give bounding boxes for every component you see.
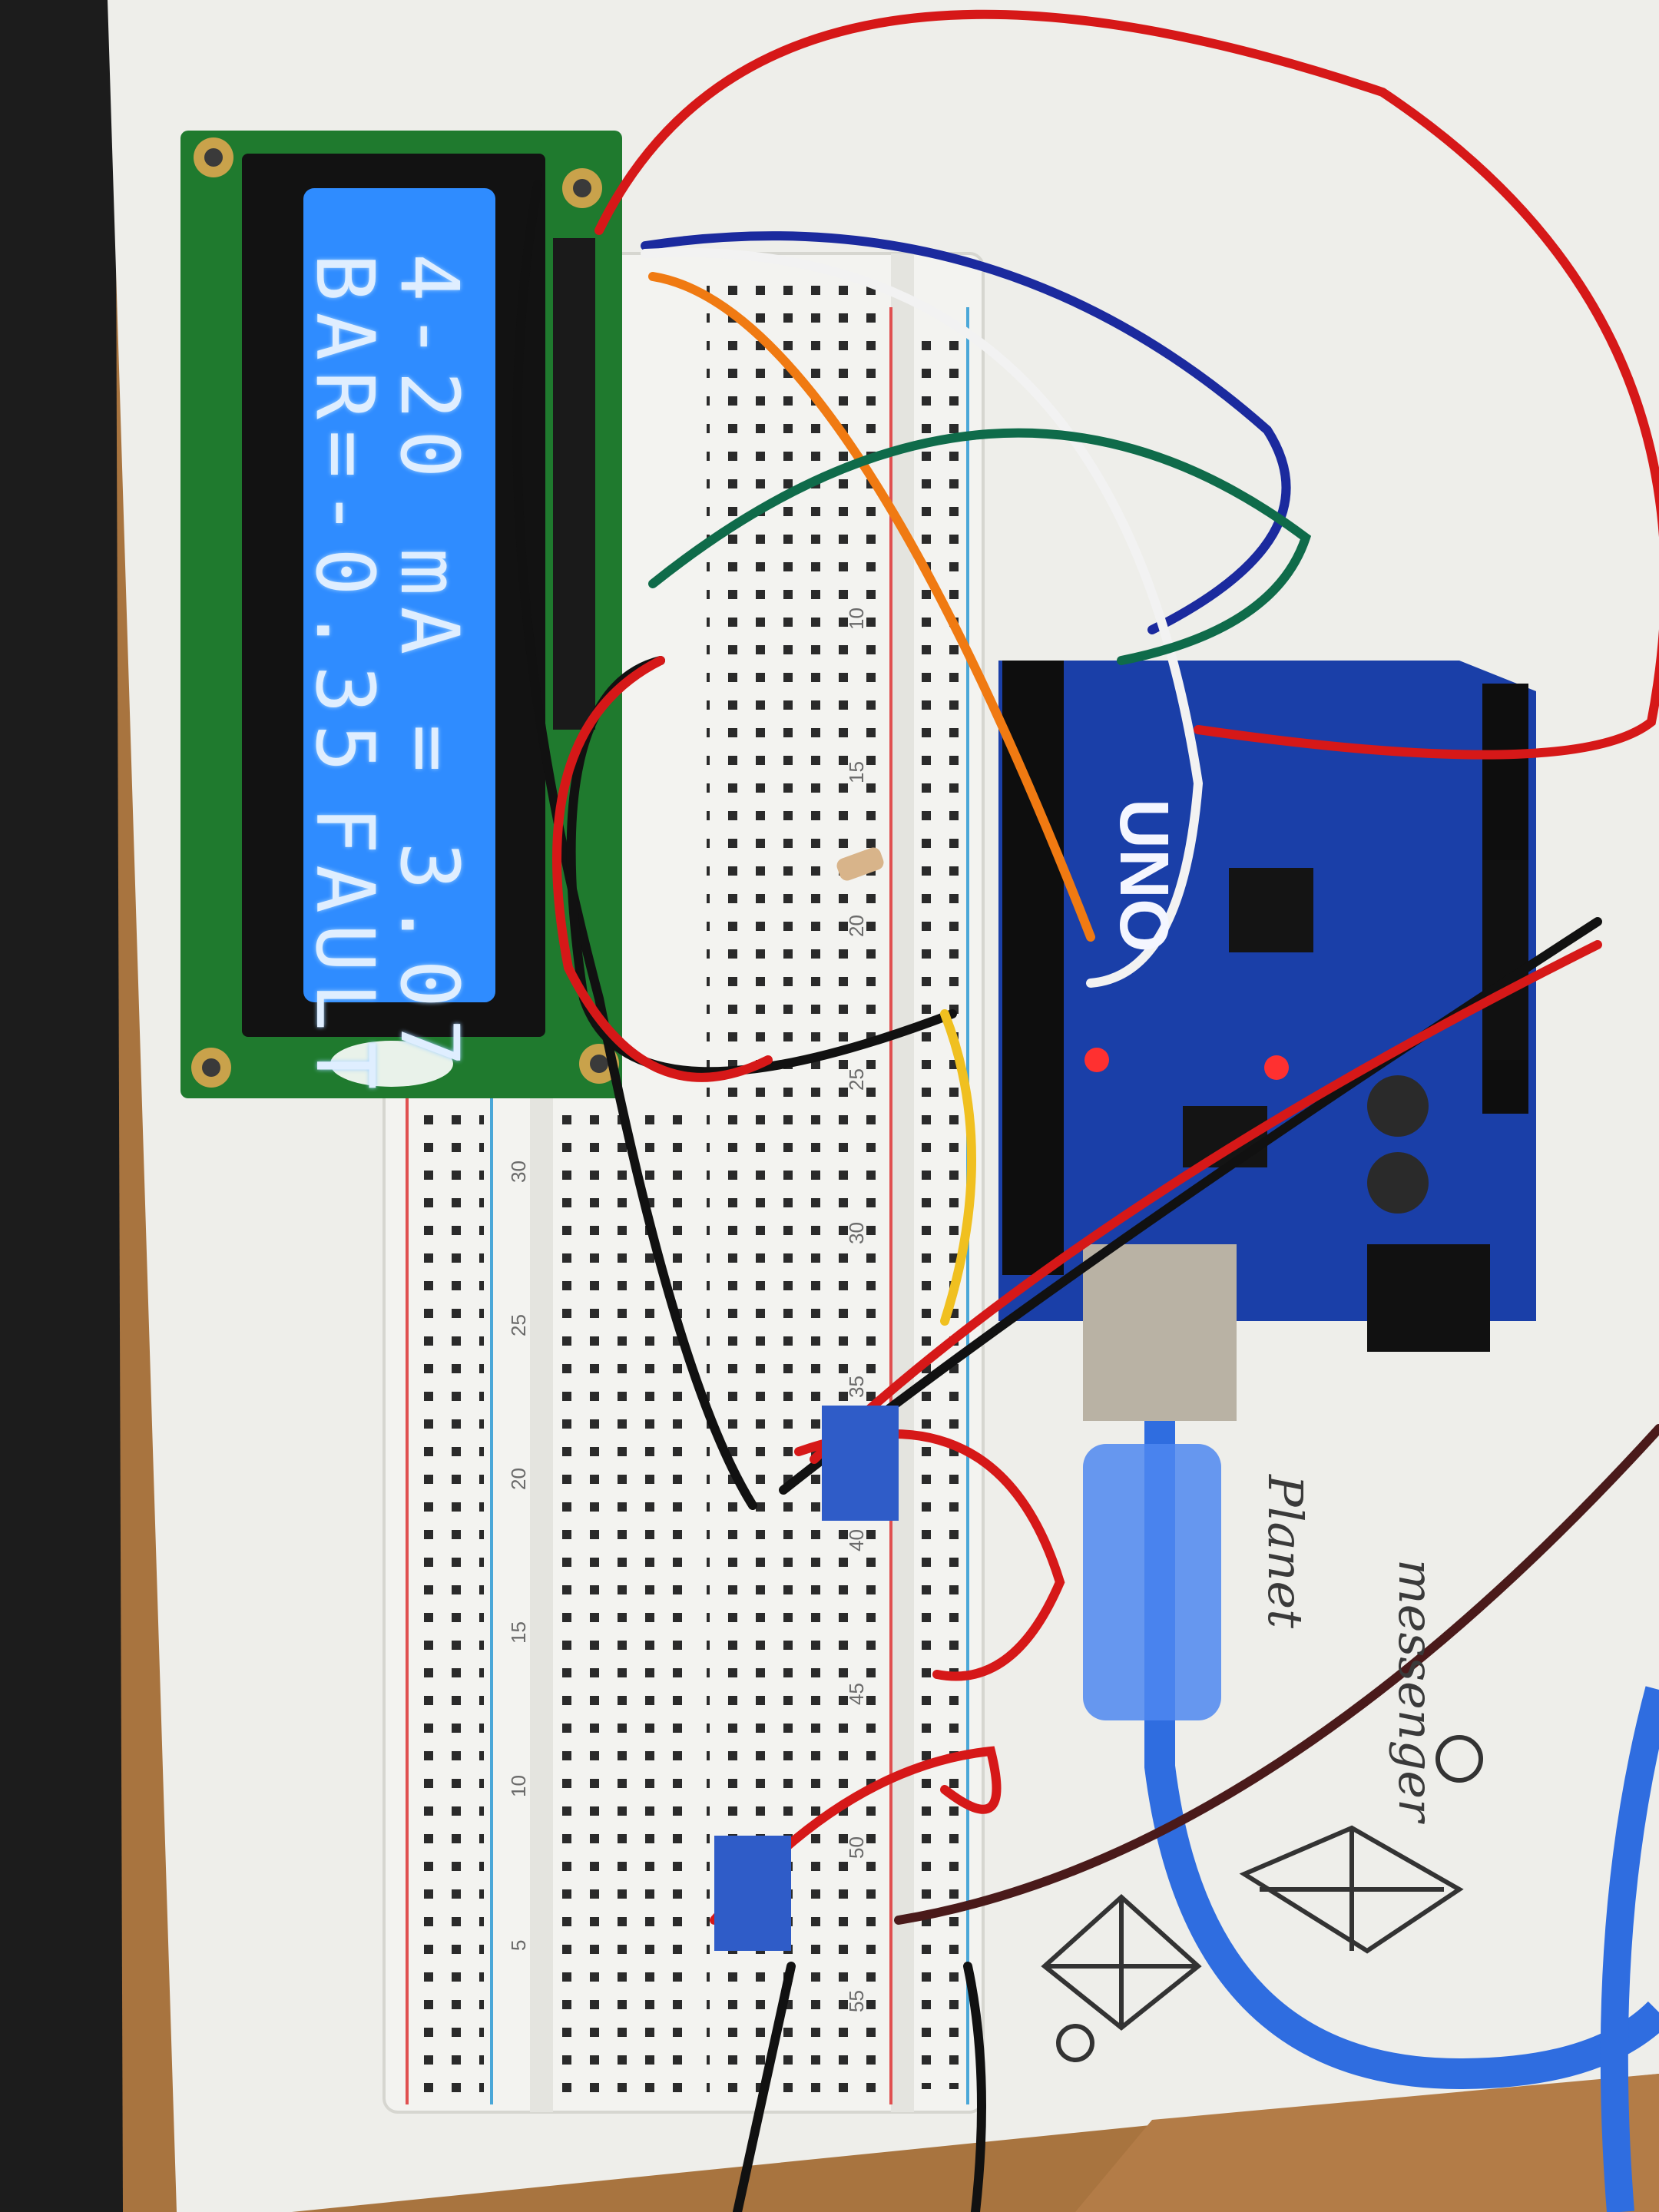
usb-cable-right xyxy=(1600,1686,1659,2212)
breadboard-column-number: 25 xyxy=(845,1068,868,1091)
pencil-sketch xyxy=(1041,1735,1483,2062)
lcd-screen xyxy=(303,188,495,1002)
breadboard-column-number: 30 xyxy=(845,1222,868,1244)
breadboard-row-number: 10 xyxy=(507,1775,530,1797)
lcd-line-2: BAR=-0.35FAULT xyxy=(298,253,392,1101)
lcd-line-2-status: FAULT xyxy=(298,806,392,1101)
lcd-line-1: 4-20 mA = 3.07 xyxy=(382,253,476,1078)
lcd-module xyxy=(180,131,622,1098)
breadboard-row-number: 25 xyxy=(507,1314,530,1336)
breadboard-holes-right-terminal xyxy=(707,276,876,2097)
jumper-wires xyxy=(512,9,1659,2212)
usb-b-connector xyxy=(1083,1244,1237,1421)
breadboard-row-number: 5 xyxy=(507,1939,530,1951)
breadboard-holes-left-rail xyxy=(422,1106,484,2097)
potentiometer-upper xyxy=(822,1406,899,1521)
paper-shadow xyxy=(1075,2074,1659,2212)
breadboard-row-number: 20 xyxy=(507,1468,530,1490)
breadboard-column-number: 55 xyxy=(845,1990,868,2012)
breadboard-column-number: 35 xyxy=(845,1376,868,1398)
potentiometer-lower xyxy=(714,1836,791,1951)
black-board-edge xyxy=(0,0,123,2212)
breadboard-column-number: 10 xyxy=(845,608,868,630)
paper-note-planet: Planet xyxy=(1257,1475,1313,1629)
lcd-line-2-value: BAR=-0.35 xyxy=(298,253,392,783)
paper-note-messenger: messenger xyxy=(1388,1559,1444,1822)
l-led xyxy=(1264,1055,1289,1080)
breadboard-column-number: 20 xyxy=(845,915,868,937)
breadboard-row-number: 30 xyxy=(507,1161,530,1183)
breadboard-column-number: 45 xyxy=(845,1683,868,1705)
arduino-uno-label: UNO xyxy=(1105,799,1182,952)
usb-plug xyxy=(1083,1444,1221,1720)
breadboard-column-number: 50 xyxy=(845,1836,868,1859)
resistor xyxy=(836,847,884,881)
usb-cable xyxy=(1144,1421,1659,2090)
arduino-uno-board xyxy=(998,661,1536,1421)
power-led xyxy=(1084,1048,1109,1072)
breadboard-column-number: 15 xyxy=(845,761,868,783)
breadboard-holes-left-terminal xyxy=(561,1106,699,2097)
breadboard-column-number: 40 xyxy=(845,1529,868,1551)
breadboard-row-number: 15 xyxy=(507,1621,530,1644)
